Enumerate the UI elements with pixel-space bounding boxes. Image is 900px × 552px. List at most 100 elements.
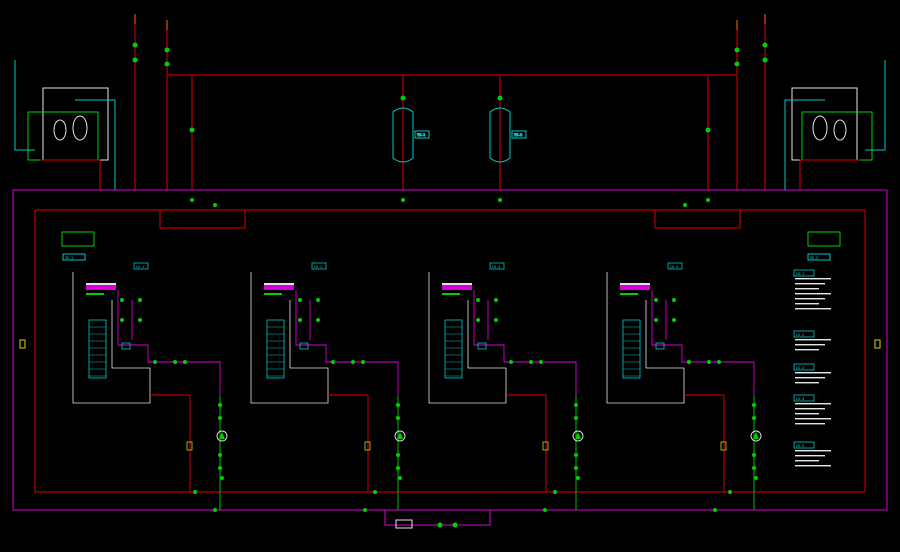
unit-tag-box [667,262,683,270]
top-red-header [134,22,766,190]
valve [654,298,658,302]
process-unit-4: LU-4 [606,262,762,510]
top-stubs [134,14,766,30]
red-bypass-right [654,210,741,229]
valve [752,416,756,420]
valve [687,360,691,364]
tank-1-tag: TK-1 [417,133,425,137]
valve [351,360,355,364]
valve [539,360,543,364]
legend-panel: LG-1LG-2LG-3LG-4LG-5 [793,269,831,467]
label-stub [620,293,638,295]
side-equip-right-tag-box [807,253,831,261]
unit-frame [606,272,685,404]
right-equip-red-pipe [799,159,860,190]
valve [529,360,533,364]
equipment-rack [622,319,641,379]
legend-layer: LG-1LG-2LG-3LG-4LG-5 [793,269,831,467]
pump [572,430,584,442]
valve [331,360,335,364]
bottom-fitting-box [395,519,413,529]
heat-exchanger [442,285,472,290]
label-stub [86,293,104,295]
valve [213,203,217,207]
tank-2-body [489,107,511,163]
legend-header-box [793,441,815,449]
unit-tag: LU-1 [136,265,144,269]
valve [138,318,142,322]
valve [164,47,170,53]
instrument-box [477,342,487,350]
unit-tag-box [489,262,505,270]
valve [218,466,222,470]
valve [706,198,710,202]
heat-exchanger-cap [264,283,294,285]
legend-header: LG-1 [796,272,804,276]
instrument-box [121,342,131,350]
legend-text-line [795,408,825,410]
right-pump-symbol [833,119,847,141]
valve [728,490,732,494]
left-pump-symbol-2 [72,115,88,141]
legend-text-line [795,303,819,305]
legend-text-line [795,278,831,280]
process-pipe [651,290,755,395]
legend-text-line [795,455,825,457]
heat-exchanger-cap [620,283,650,285]
equipment-rack [444,319,463,379]
valve [164,61,170,67]
unit-tag: LU-2 [314,265,322,269]
unit-frame [250,272,329,404]
legend-text-line [795,288,819,290]
valve [298,318,302,322]
instrument-box [542,441,549,451]
valve [218,453,222,457]
valve [396,416,400,420]
label-stub [264,293,282,295]
valve [576,476,580,480]
valve [574,466,578,470]
valve [707,360,711,364]
legend-text-line [795,450,831,452]
valve [574,453,578,457]
legend-text-line [795,349,819,351]
heat-exchanger [620,285,650,290]
side-instruments [19,339,881,349]
valve [373,490,377,494]
valve [543,508,547,512]
heat-exchanger [86,285,116,290]
side-equip-left-box [61,231,95,247]
valve [734,47,740,53]
top-valves [132,42,768,207]
unit-tag-box [311,262,327,270]
main-header-loop [12,189,888,526]
valve [183,360,187,364]
valve [396,466,400,470]
left-pump-symbol [53,119,67,141]
valve [189,127,195,133]
legend-text-line [795,418,831,420]
valve [498,198,502,202]
valve [316,318,320,322]
valve [132,57,138,63]
side-equipment-right: SE-2 [807,231,841,261]
valve [396,453,400,457]
valve [213,508,217,512]
valve [218,403,222,407]
legend-header-box [793,363,815,371]
pump-impeller [397,432,403,439]
left-corner-equipment [14,60,116,190]
left-equip-red-pipe [40,159,101,190]
valve [476,318,480,322]
equipment-rack [88,319,107,379]
valve [574,416,578,420]
tank-2-tag: TK-2 [514,133,522,137]
instrument-box [655,342,665,350]
process-unit-3: LU-3 [428,262,584,510]
legend-text-line [795,298,825,300]
valve [220,476,224,480]
red-return-loop [34,209,866,493]
pump-impeller [753,432,759,439]
valve [316,298,320,302]
